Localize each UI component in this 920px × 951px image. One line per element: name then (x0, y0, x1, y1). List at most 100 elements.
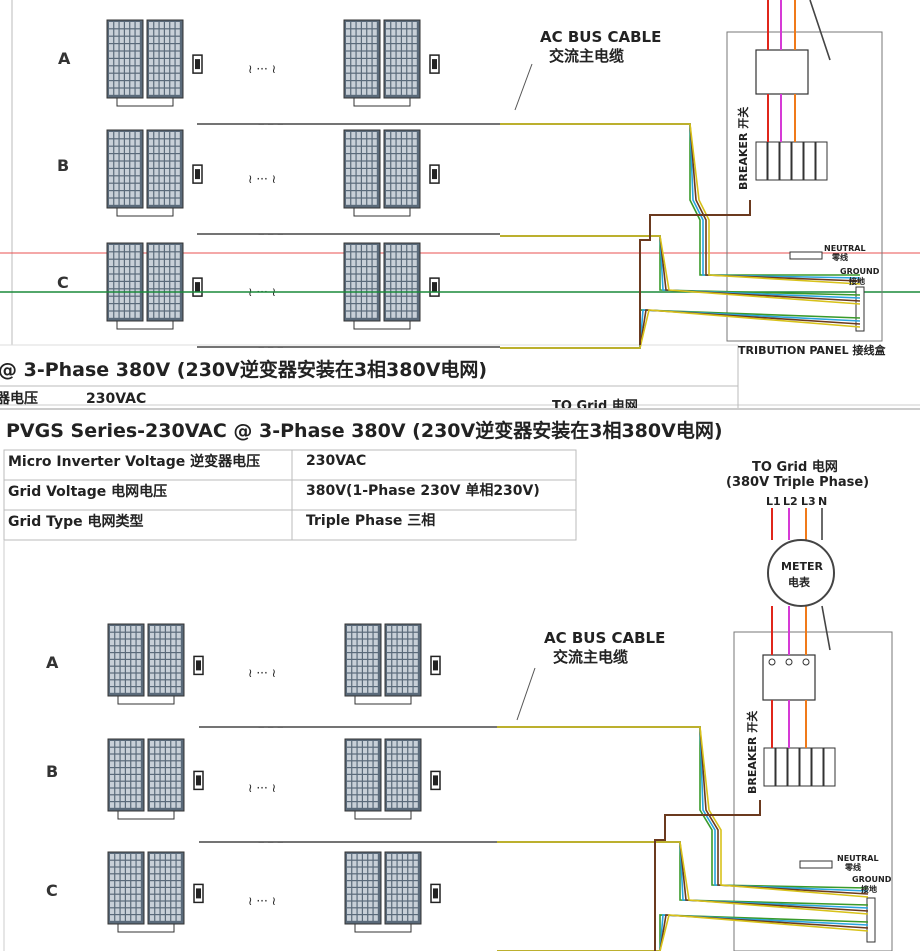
neutral-label-cn: 零线 (831, 252, 848, 262)
ac-cable-conductor (500, 309, 861, 349)
panel-bracket (354, 811, 412, 820)
row-label-c-bottom: C (46, 881, 58, 900)
top-wiring-diagram: ≀ ··· ≀≀ ··· ≀≀ ··· ≀ ‒ ‒ ‒‒ ‒ ‒‒ ‒ ‒ A … (0, 0, 920, 408)
panel-bracket (116, 321, 174, 330)
solar-panel (344, 623, 382, 697)
top-page-title: @ 3-Phase 380V (230V逆变器安装在3相380V电网) (0, 358, 487, 381)
ground-label-cn-bottom: 接地 (861, 884, 877, 894)
row-label-c: C (57, 273, 69, 292)
terminal-icon (785, 658, 793, 666)
ellipsis-label: ≀ ··· ≀ (248, 781, 276, 795)
neutral-label-cn-bottom: 零线 (844, 862, 861, 872)
micro-inverter-icon (195, 169, 200, 180)
solar-panel (106, 19, 144, 99)
cable-break-icon: ‒ ‒ ‒ (258, 722, 283, 733)
solar-panel (107, 623, 145, 697)
row-label-b-bottom: B (46, 762, 58, 781)
panel-bracket (353, 208, 411, 217)
to-grid-label: TO Grid 电网 (752, 459, 838, 475)
ac-cable-conductor (497, 841, 869, 915)
solar-panel (147, 851, 185, 925)
breaker-icon (823, 747, 836, 787)
ac-cable-conductor (500, 235, 861, 305)
breaker-icon (791, 141, 804, 181)
solar-panel (344, 851, 382, 925)
micro-inverter-icon (195, 59, 200, 70)
ac-cable-conductor (497, 914, 869, 951)
panel-bracket (116, 98, 174, 107)
bus-cable-label-cn-bottom: 交流主电缆 (553, 648, 628, 666)
micro-inverter-icon (196, 660, 201, 671)
neutral-wire (821, 605, 831, 651)
solar-panel (147, 738, 185, 812)
neutral-wire (654, 800, 761, 951)
spec-value-inverter-voltage: 230VAC (306, 453, 366, 469)
ellipsis-label: ≀ ··· ≀ (248, 894, 276, 908)
solar-panel (383, 129, 421, 209)
breaker-icon (811, 747, 824, 787)
meter-label-cn: 电表 (788, 575, 811, 589)
breaker-icon (815, 141, 828, 181)
solar-panel (383, 19, 421, 99)
neutral-wire (639, 200, 751, 345)
ground-bar-icon (855, 286, 865, 332)
panel-bracket (354, 696, 412, 705)
bus-cable-pointer (516, 667, 536, 721)
phase-label-l3: L3 (801, 495, 816, 508)
solar-panel (146, 129, 184, 209)
ac-cable-conductor (500, 235, 861, 296)
breaker-icon (799, 747, 812, 787)
spec-value-grid-type: Triple Phase 三相 (306, 512, 435, 529)
distribution-panel-label: TRIBUTION PANEL 接线盒 (738, 343, 886, 357)
ac-cable-conductor (497, 914, 869, 951)
bus-cable-label-en: AC BUS CABLE (540, 28, 661, 46)
spec-label-grid-type: Grid Type 电网类型 (8, 513, 144, 530)
micro-inverter-icon (195, 282, 200, 293)
bottom-diagram-view: ≀ ··· ≀≀ ··· ≀≀ ··· ≀ ‒ ‒ ‒‒ ‒ ‒‒ ‒ ‒ PV… (0, 408, 920, 951)
breaker-icon (779, 141, 792, 181)
breaker-label: BREAKER 开关 (736, 107, 750, 190)
top-to-grid-label: TO Grid 电网 (552, 398, 638, 408)
ac-cable-conductor (497, 914, 869, 951)
row-label-a: A (58, 49, 71, 68)
top-diagram-view: ≀ ··· ≀≀ ··· ≀≀ ··· ≀ ‒ ‒ ‒‒ ‒ ‒‒ ‒ ‒ A … (0, 0, 920, 408)
micro-inverter-icon (432, 169, 437, 180)
ellipsis-label: ≀ ··· ≀ (248, 172, 276, 186)
solar-panel (344, 738, 382, 812)
phase-label-n: N (818, 495, 827, 508)
panel-bracket (354, 924, 412, 933)
cable-break-icon: ‒ ‒ ‒ (258, 229, 283, 240)
micro-inverter-icon (432, 282, 437, 293)
phase-label-l1: L1 (766, 495, 781, 508)
micro-inverter-icon (196, 888, 201, 899)
cable-break-icon: ‒ ‒ ‒ (258, 837, 283, 848)
breaker-icon (803, 141, 816, 181)
solar-panel (384, 738, 422, 812)
solar-panel (106, 242, 144, 322)
meter-icon (767, 539, 835, 607)
meter-label-en: METER (781, 560, 823, 573)
spec-label-grid-voltage: Grid Voltage 电网电压 (8, 483, 167, 500)
micro-inverter-icon (196, 775, 201, 786)
page-title: PVGS Series-230VAC @ 3-Phase 380V (230V逆… (6, 419, 723, 442)
solar-panel (146, 19, 184, 99)
ac-cable-conductor (500, 235, 861, 299)
solar-panel (147, 623, 185, 697)
neutral-label-en-bottom: NEUTRAL (837, 854, 879, 863)
panel-bracket (116, 208, 174, 217)
neutral-label-en: NEUTRAL (824, 244, 866, 253)
row-label-b: B (57, 156, 69, 175)
neutral-bar-icon (789, 251, 823, 260)
spec-label-inverter-voltage: Micro Inverter Voltage 逆变器电压 (8, 453, 260, 470)
to-grid-sublabel: (380V Triple Phase) (726, 475, 869, 490)
cable-break-icon: ‒ ‒ ‒ (258, 342, 283, 353)
row-label-a-bottom: A (46, 653, 59, 672)
bus-cable-label-cn: 交流主电缆 (549, 47, 624, 65)
bottom-wiring-diagram: ≀ ··· ≀≀ ··· ≀≀ ··· ≀ ‒ ‒ ‒‒ ‒ ‒‒ ‒ ‒ PV… (3, 419, 893, 951)
terminal-icon (802, 658, 810, 666)
ground-label-cn: 接地 (849, 276, 865, 286)
top-table-label: 器电压 (0, 390, 38, 407)
micro-inverter-icon (433, 888, 438, 899)
breaker-icon (755, 141, 768, 181)
solar-panel (384, 851, 422, 925)
